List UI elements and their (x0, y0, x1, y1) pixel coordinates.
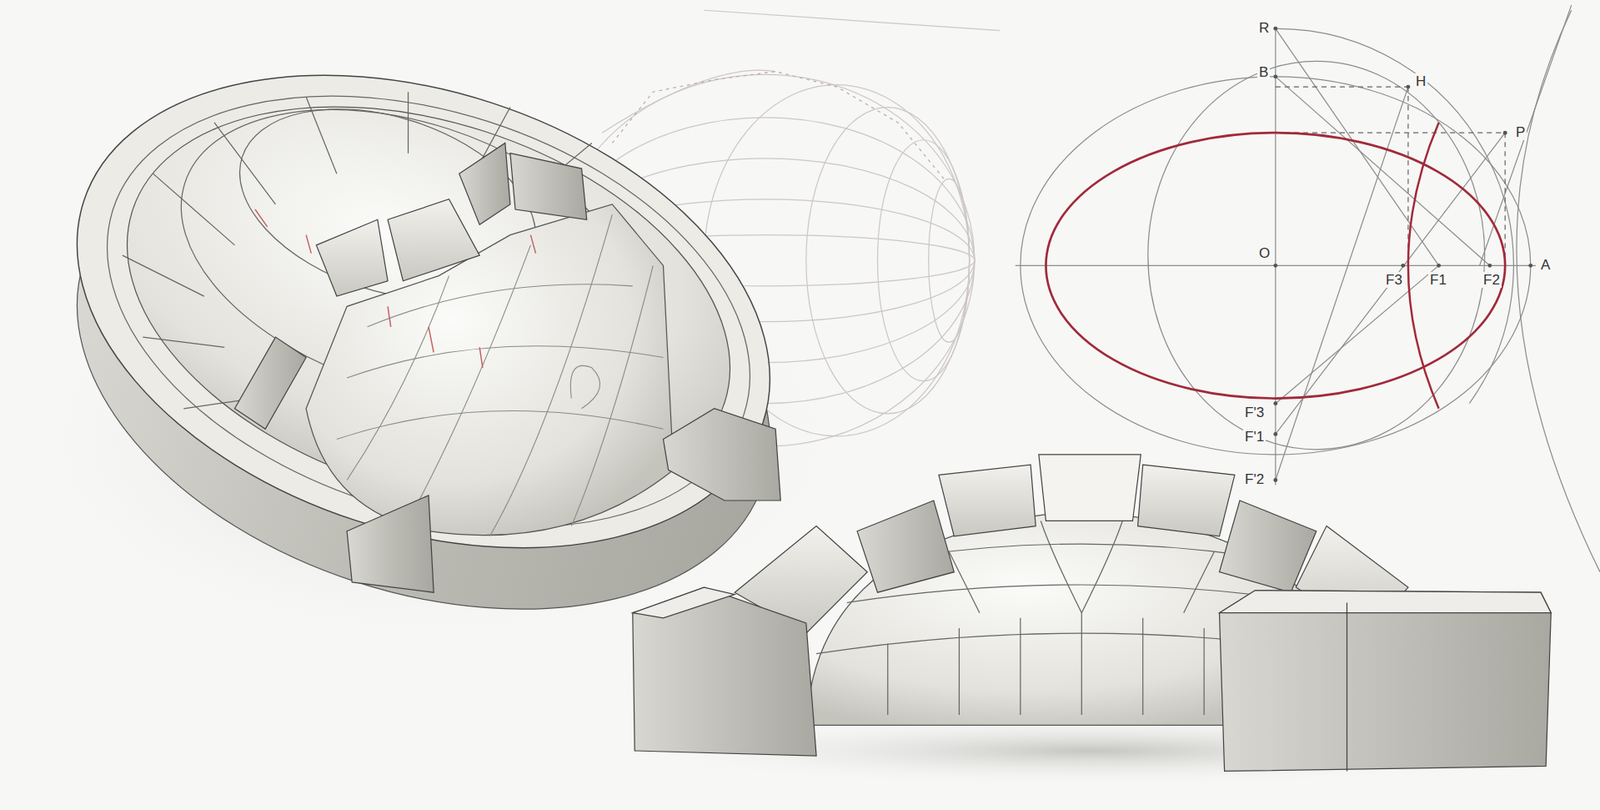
point-label: B (1257, 64, 1270, 81)
dome-model (15, 0, 848, 693)
point-label: A (1539, 256, 1552, 273)
point-label: F3 (1384, 271, 1405, 288)
point-label: F2 (1481, 271, 1502, 288)
point-label: F'1 (1243, 428, 1266, 445)
dome-front-view (622, 454, 1562, 787)
point-label: P (1514, 124, 1527, 141)
point-label: H (1414, 73, 1428, 90)
point-label: F'2 (1243, 471, 1266, 487)
ellipse-construction (1015, 5, 1600, 572)
point-label: F1 (1428, 271, 1449, 288)
point-label: O (1257, 245, 1272, 261)
point-label: F'3 (1243, 404, 1266, 421)
point-label: R (1257, 20, 1271, 36)
